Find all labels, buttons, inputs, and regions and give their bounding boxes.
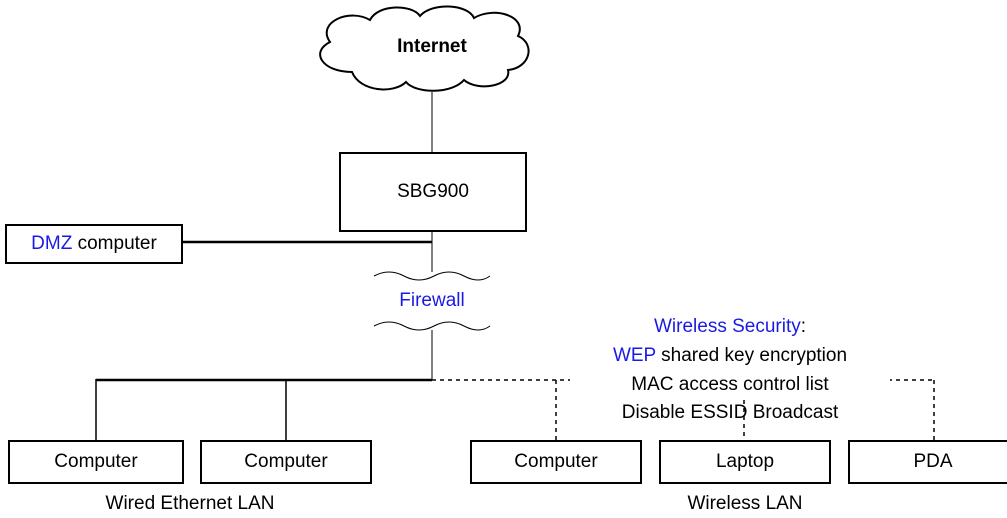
firewall-bottom-wave — [373, 321, 491, 331]
wireless-feature-2: MAC access control list — [570, 374, 890, 396]
wireless-lan-caption: Wireless LAN — [630, 493, 860, 515]
wireless-computer-label: Computer — [514, 451, 598, 472]
wired-lan-caption-text: Wired Ethernet LAN — [105, 493, 275, 514]
internet-label-text: Internet — [397, 36, 467, 57]
router-label: SBG900 — [397, 181, 469, 202]
wireless-computer-box: Computer — [470, 440, 642, 484]
internet-label: Internet — [382, 36, 482, 58]
wired-computer-2-box: Computer — [200, 440, 372, 484]
dmz-keyword: DMZ — [31, 233, 73, 254]
wired-computer-1-box: Computer — [8, 440, 184, 484]
wep-keyword: WEP — [612, 345, 656, 366]
wireless-feature-1: WEP shared key encryption — [570, 345, 890, 367]
laptop-box: Laptop — [659, 440, 831, 484]
pda-box: PDA — [848, 440, 1007, 484]
dmz-computer-box: DMZ computer — [5, 224, 183, 264]
wired-lan-caption: Wired Ethernet LAN — [60, 493, 320, 515]
wireless-feature-2-text: MAC access control list — [631, 374, 829, 395]
firewall-label-text: Firewall — [399, 290, 465, 311]
firewall-top-wave — [373, 271, 491, 281]
wireless-feature-1-text: shared key encryption — [655, 345, 848, 366]
firewall-label: Firewall — [372, 290, 492, 312]
wireless-feature-3: Disable ESSID Broadcast — [570, 402, 890, 424]
wireless-lan-caption-text: Wireless LAN — [687, 493, 803, 514]
wireless-security-colon: : — [800, 316, 807, 337]
wired-computer-1-label: Computer — [54, 451, 138, 472]
wireless-feature-3-text: Disable ESSID Broadcast — [621, 402, 839, 423]
wired-computer-2-label: Computer — [244, 451, 328, 472]
pda-label: PDA — [913, 451, 953, 472]
router-box: SBG900 — [339, 152, 527, 232]
wireless-security-title: Wireless Security: — [570, 316, 890, 338]
wireless-security-title-text: Wireless Security — [653, 316, 801, 337]
dmz-label: DMZ computer — [31, 233, 157, 255]
dmz-suffix: computer — [72, 233, 157, 254]
internet-cloud-icon — [319, 5, 530, 92]
laptop-label: Laptop — [715, 451, 775, 472]
